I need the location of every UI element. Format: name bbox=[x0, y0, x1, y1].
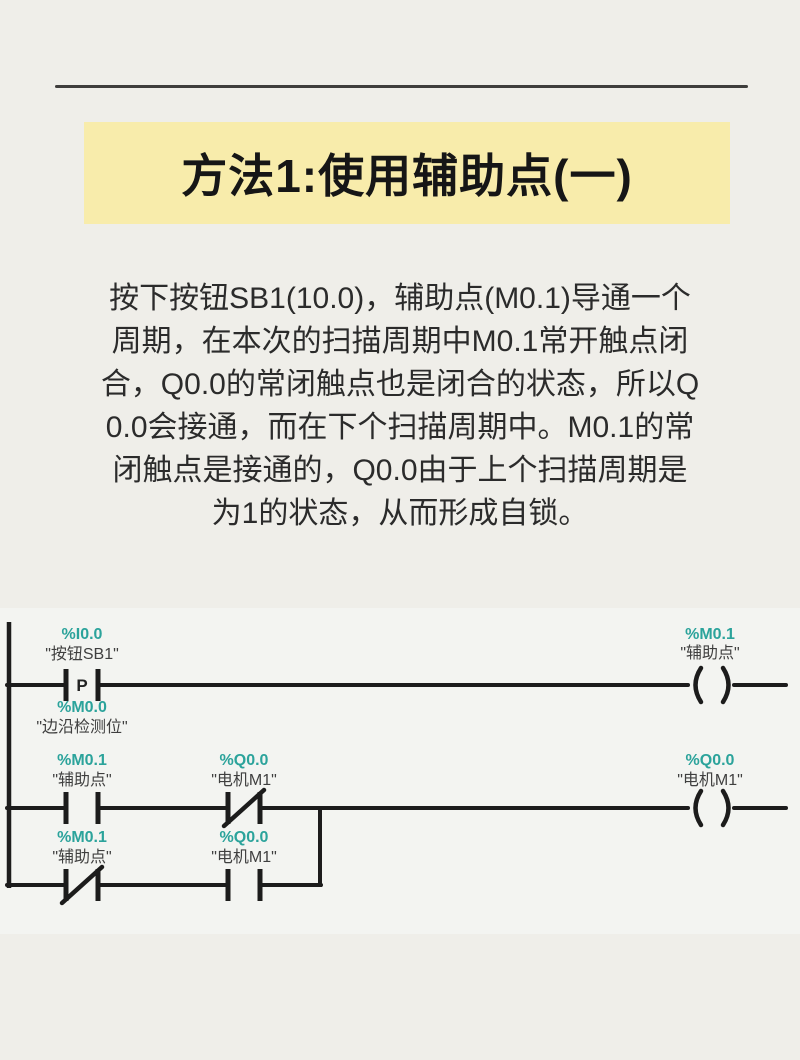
edge-contact-p: P bbox=[63, 669, 101, 701]
ladder-svg: P %I0.0 "按钮SB1" %M0.0 "边沿检测位" %M0.1 "辅助点… bbox=[5, 622, 788, 906]
nc-contact-q0-0 bbox=[221, 787, 267, 829]
contact-address: %M0.1 bbox=[57, 752, 107, 769]
contact-address: %Q0.0 bbox=[220, 829, 269, 846]
nc-contact-m0-1 bbox=[59, 864, 105, 906]
contact-address: %Q0.0 bbox=[220, 752, 269, 769]
paragraph-line: 周期，在本次的扫描周期中M0.1常开触点闭 bbox=[111, 325, 689, 358]
contact-address: %M0.1 bbox=[57, 829, 107, 846]
contact-tagname: "辅助点" bbox=[52, 848, 111, 866]
coil-q0-0 bbox=[693, 788, 731, 828]
coil-left-paren bbox=[693, 665, 704, 705]
ladder-diagram: P %I0.0 "按钮SB1" %M0.0 "边沿检测位" %M0.1 "辅助点… bbox=[0, 608, 800, 934]
contact-tagname: "按钮SB1" bbox=[45, 645, 119, 663]
rung-2: %M0.1 "辅助点" %Q0.0 "电机M1" %Q0.0 "电机M1" bbox=[5, 752, 788, 829]
p-edge-label: P bbox=[76, 676, 87, 695]
paragraph-line: 闭触点是接通的，Q0.0由于上个扫描周期是 bbox=[112, 454, 688, 487]
nc-slash bbox=[59, 864, 105, 906]
paragraph-line: 按下按钮SB1(10.0)，辅助点(M0.1)导通一个 bbox=[109, 282, 691, 315]
nc-slash bbox=[221, 787, 267, 829]
no-contact-q0-0 bbox=[225, 869, 263, 901]
coil-address: %M0.1 bbox=[685, 626, 735, 643]
contact-tagname: "电机M1" bbox=[211, 771, 277, 789]
rung-2-branch: %M0.1 "辅助点" %Q0.0 "电机M1" bbox=[5, 806, 323, 906]
edge-bit-address: %M0.0 bbox=[57, 699, 107, 716]
explanation-paragraph: 按下按钮SB1(10.0)，辅助点(M0.1)导通一个 周期，在本次的扫描周期中… bbox=[0, 277, 800, 535]
page-title: 方法1:使用辅助点(一) bbox=[181, 150, 633, 202]
coil-m0-1 bbox=[693, 665, 731, 705]
coil-left-paren bbox=[693, 788, 704, 828]
paragraph-line: 合，Q0.0的常闭触点也是闭合的状态，所以Q bbox=[100, 368, 700, 401]
edge-bit-tagname: "边沿检测位" bbox=[36, 718, 127, 736]
rung-1: P %I0.0 "按钮SB1" %M0.0 "边沿检测位" %M0.1 "辅助点… bbox=[5, 626, 788, 736]
contact-tagname: "辅助点" bbox=[52, 771, 111, 789]
top-divider-line bbox=[55, 85, 748, 88]
contact-address: %I0.0 bbox=[62, 626, 103, 643]
coil-tagname: "辅助点" bbox=[680, 644, 739, 662]
paragraph-line: 为1的状态，从而形成自锁。 bbox=[211, 497, 589, 530]
paragraph-line: 0.0会接通，而在下个扫描周期中。M0.1的常 bbox=[105, 411, 695, 444]
coil-tagname: "电机M1" bbox=[677, 771, 743, 789]
title-banner: 方法1:使用辅助点(一) bbox=[84, 122, 730, 224]
coil-address: %Q0.0 bbox=[686, 752, 735, 769]
coil-right-paren bbox=[720, 788, 731, 828]
coil-right-paren bbox=[720, 665, 731, 705]
contact-tagname: "电机M1" bbox=[211, 848, 277, 866]
no-contact-m0-1 bbox=[63, 792, 101, 824]
